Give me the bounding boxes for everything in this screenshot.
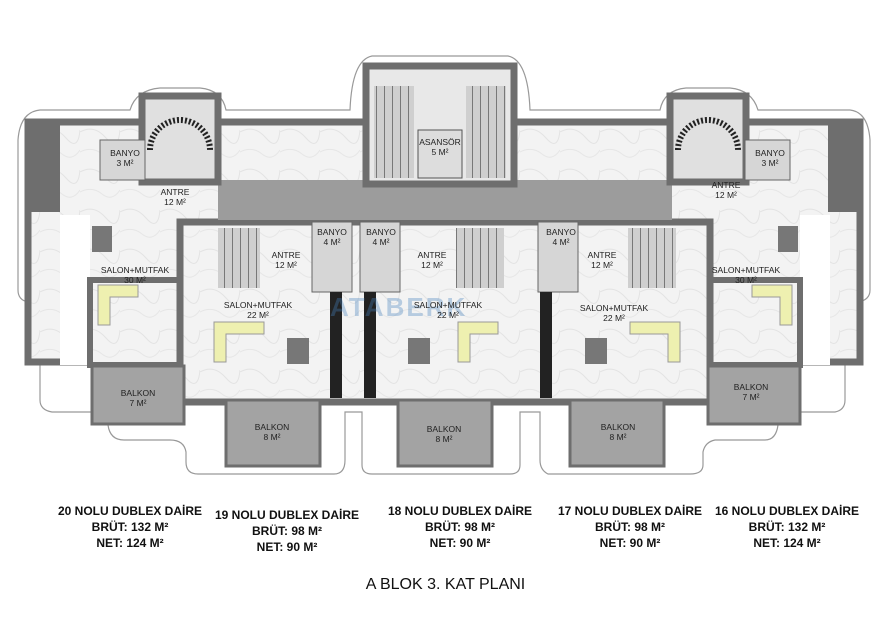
plan-title: A BLOK 3. KAT PLANI xyxy=(365,576,526,593)
watermark: ATABERK xyxy=(330,292,468,322)
